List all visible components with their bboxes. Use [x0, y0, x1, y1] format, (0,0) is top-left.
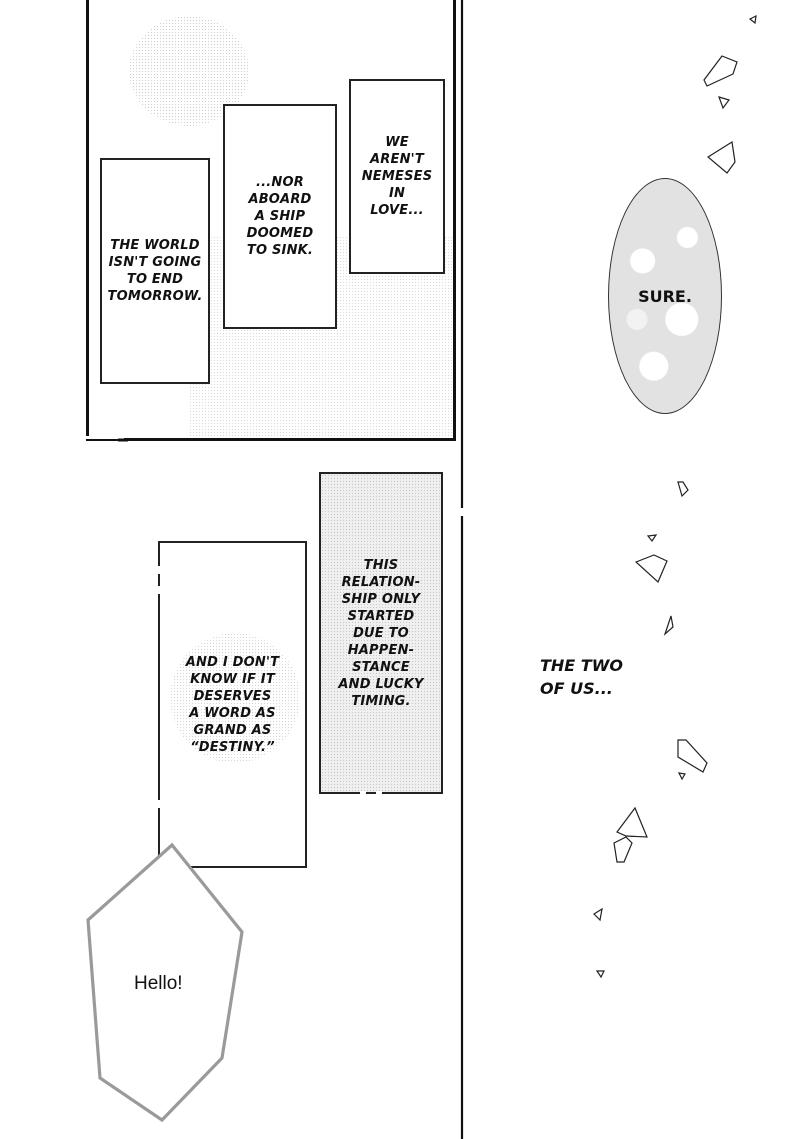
- caption-text: ...Nor aboard a ship doomed to sink.: [246, 175, 314, 258]
- caption-text: We aren't nemeses in love...: [361, 135, 433, 218]
- speech-bubble-text: SURE.: [638, 286, 692, 306]
- narration-text: THE TWO OF US...: [540, 656, 623, 698]
- caption-nemeses: We aren't nemeses in love...: [349, 79, 445, 274]
- caption-destiny: And I don't know if it deserves a word a…: [158, 541, 307, 868]
- speech-bubble-sure: SURE.: [608, 178, 722, 414]
- caption-ship: ...Nor aboard a ship doomed to sink.: [223, 104, 337, 329]
- hello-bubble-text: Hello!: [134, 973, 183, 994]
- screentone-haze: [170, 633, 300, 763]
- caption-text: This relation- ship only started due to …: [338, 557, 424, 709]
- caption-world: The world isn't going to end tomorrow.: [100, 158, 210, 384]
- caption-relationship: This relation- ship only started due to …: [319, 472, 443, 794]
- caption-text: The world isn't going to end tomorrow.: [107, 238, 203, 304]
- caption-text: And I don't know if it deserves a word a…: [185, 654, 280, 755]
